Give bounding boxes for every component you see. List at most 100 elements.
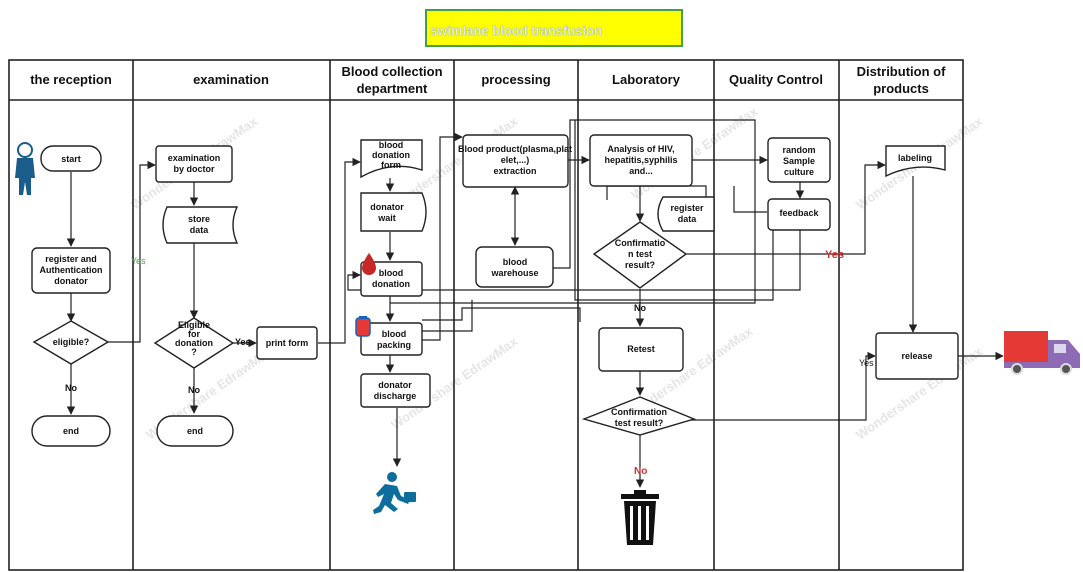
label-line: hepatitis,syphilis <box>604 155 677 165</box>
lane-header-reception: the reception <box>30 72 112 87</box>
edge-label-yes: Yes <box>859 358 874 368</box>
node-eligible: eligible? <box>53 337 90 347</box>
label-line: for <box>188 329 200 339</box>
label-line: random <box>782 145 815 155</box>
trash-icon <box>621 490 659 545</box>
label-line: donator <box>378 380 412 390</box>
label-line: donator <box>54 276 88 286</box>
node-retest: Retest <box>627 344 655 354</box>
label-line: department <box>357 81 428 96</box>
edge-label-no: No <box>65 383 77 393</box>
label-line: packing <box>377 340 411 350</box>
edge-label-no: No <box>634 303 646 313</box>
label-line: wait <box>377 213 396 223</box>
edge-label-no: No <box>634 466 647 477</box>
lane-header-laboratory: Laboratory <box>612 72 681 87</box>
label-line: extraction <box>493 166 536 176</box>
node-labeling: labeling <box>898 153 932 163</box>
node-end-reception: end <box>63 426 79 436</box>
label-line: blood <box>379 268 404 278</box>
lane-header-processing: processing <box>481 72 550 87</box>
node-print-form: print form <box>266 338 309 348</box>
person-icon <box>15 142 35 195</box>
label-line: data <box>678 214 698 224</box>
label-line: donation <box>372 279 410 289</box>
label-line: donation <box>175 338 213 348</box>
lane-header-quality-control: Quality Control <box>729 72 823 87</box>
label-line: blood <box>382 329 407 339</box>
diagram-title: swimlane blood transfusion <box>425 9 683 47</box>
edge-label-yes: Yes <box>131 256 146 266</box>
label-line: Eligible <box>178 320 210 330</box>
label-line: discharge <box>374 391 417 401</box>
label-line: donator <box>370 202 404 212</box>
label-line: blood <box>503 257 528 267</box>
edge-label-no: No <box>188 385 200 395</box>
label-line: examination <box>168 153 221 163</box>
label-line: Confirmation <box>611 407 667 417</box>
truck-icon <box>1004 331 1080 375</box>
label-line: culture <box>784 167 814 177</box>
node-end-exam: end <box>187 426 203 436</box>
label-line: ? <box>191 347 197 357</box>
label-line: test result? <box>615 418 664 428</box>
running-person-icon <box>373 472 416 514</box>
label-line: register <box>670 203 704 213</box>
node-start: start <box>61 154 81 164</box>
label-line: Analysis of HIV, <box>607 144 674 154</box>
label-line: warehouse <box>490 268 538 278</box>
edge-label-yes: Yes <box>825 249 844 261</box>
label-line: store <box>188 214 210 224</box>
label-line: n test <box>628 249 652 259</box>
blood-drop-icon <box>362 253 376 275</box>
lane-headers: the reception examination Blood collecti… <box>30 64 946 96</box>
edge-labels: Yes No Yes No Yes No No Yes <box>65 249 874 477</box>
diagram-title-text: swimlane blood transfusion <box>430 23 602 38</box>
label-line: and... <box>629 166 653 176</box>
lane-header-blood-collection: Blood collection department <box>341 64 442 96</box>
label-line: Authentication <box>40 265 103 275</box>
label-line: Distribution of <box>857 64 946 79</box>
label-line: products <box>873 81 929 96</box>
edge-label-yes: Yes <box>235 337 251 347</box>
label-line: by doctor <box>173 164 214 174</box>
label-line: Blood collection <box>341 64 442 79</box>
node-release: release <box>901 351 932 361</box>
label-line: donation <box>372 150 410 160</box>
label-line: register and <box>45 254 97 264</box>
label-line: form <box>381 160 401 170</box>
label-line: Blood product(plasma,plat <box>458 144 572 154</box>
label-line: Sample <box>783 156 815 166</box>
connectors <box>66 119 1004 488</box>
swimlane-frame <box>8 59 964 571</box>
label-line: blood <box>379 140 404 150</box>
shapes <box>31 134 959 447</box>
blood-bag-icon <box>355 316 371 337</box>
lane-header-distribution: Distribution of products <box>857 64 946 96</box>
lane-header-examination: examination <box>193 72 269 87</box>
label-line: elet,...) <box>501 155 530 165</box>
label-line: result? <box>625 260 655 270</box>
node-feedback: feedback <box>779 208 819 218</box>
label-line: data <box>190 225 210 235</box>
label-line: Confirmatio <box>615 238 666 248</box>
